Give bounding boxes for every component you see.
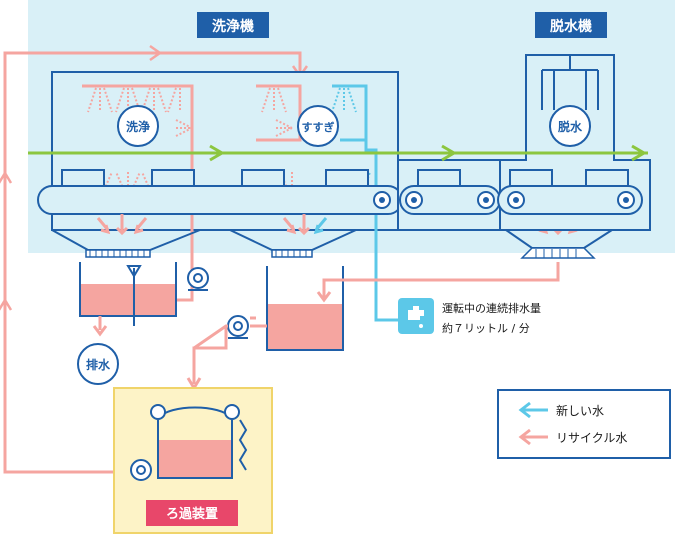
dehydrator-title-badge: 脱水機	[535, 12, 607, 38]
rail	[585, 169, 629, 187]
legend-box	[497, 389, 671, 459]
strainer	[271, 249, 313, 258]
rail	[151, 169, 195, 187]
dehydrate-bubble: 脱水	[549, 105, 591, 147]
level-sensor	[126, 265, 142, 326]
fresh-drip-arrow	[313, 217, 328, 235]
flow-arrow	[149, 44, 163, 62]
rinse-bubble: すすぎ	[297, 105, 339, 147]
pump-icon	[227, 315, 249, 339]
wash-bubble: 洗浄	[117, 105, 159, 147]
strainer	[520, 247, 596, 259]
filter-label-badge	[146, 500, 238, 526]
rail	[509, 169, 553, 187]
discharge-note-line1: 運転中の連続排水量	[442, 301, 541, 315]
drain-label: 排水	[86, 357, 111, 372]
flow-arrow	[0, 297, 13, 311]
rinse-spray-pipe	[256, 84, 302, 142]
arrow-left-icon	[518, 401, 548, 419]
arrow-left-icon	[518, 428, 548, 446]
dehydrator-drain-pipe	[322, 262, 560, 298]
drain-bubble: 排水	[77, 343, 119, 385]
conveyor-arrow	[209, 144, 647, 162]
rail	[417, 169, 461, 187]
fresh-water-pipe	[332, 84, 410, 322]
middle-belt	[399, 185, 501, 215]
to-filter-pipe	[192, 326, 228, 384]
legend-fresh: 新しい水	[556, 403, 604, 418]
washer-title: 洗浄機	[212, 18, 254, 35]
wash-tank-water	[80, 284, 176, 316]
filter-tank	[157, 420, 233, 479]
rail	[241, 169, 285, 187]
legend-recycle: リサイクル水	[556, 431, 627, 445]
strainer	[85, 249, 151, 258]
dehydrator-title: 脱水機	[550, 18, 592, 35]
filter-label: ろ過装置	[166, 506, 218, 522]
faucet-icon	[398, 298, 434, 334]
rail	[61, 169, 105, 187]
wash-label: 洗浄	[126, 119, 150, 134]
rinse-tank-water	[267, 304, 343, 350]
rail	[325, 169, 369, 187]
filter-tank-water	[158, 440, 232, 478]
dehydrator-press	[541, 55, 599, 110]
flow-arrow	[0, 170, 13, 184]
dehydrate-label: 脱水	[558, 119, 583, 134]
recycle-return-pipe	[3, 51, 302, 474]
washer-title-badge: 洗浄機	[197, 12, 269, 38]
washer-belt	[37, 185, 403, 215]
drain-arrow	[92, 325, 108, 337]
rinse-tank	[266, 266, 344, 351]
rinse-label: すすぎ	[302, 120, 335, 134]
pump-icon	[130, 459, 152, 481]
discharge-note-line2: 約７リットル / 分	[442, 321, 530, 335]
dehydrator-belt	[497, 185, 643, 215]
wash-tank	[79, 262, 177, 317]
pump-icon	[187, 267, 209, 291]
